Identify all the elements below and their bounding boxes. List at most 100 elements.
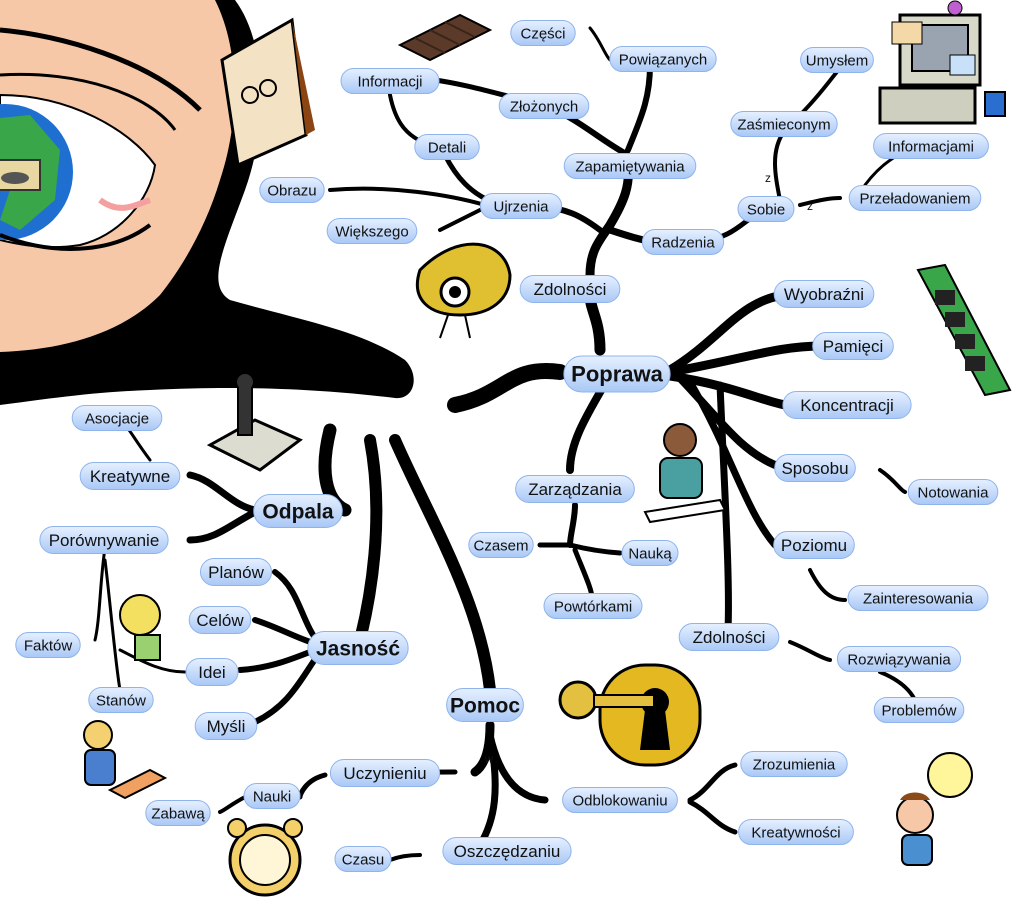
node-branches-poprawa: Poprawa <box>563 355 671 393</box>
node-asocjacje: Asocjacje <box>71 405 163 431</box>
node-mysli: Myśli <box>194 712 258 740</box>
node-bubble <box>468 532 534 558</box>
node-label: Części <box>520 25 565 42</box>
node-porownywanie: Porównywanie <box>39 526 169 554</box>
node-zainteresowania: Zainteresowania <box>847 585 989 611</box>
nodes-layer: PoprawaOdpalaJasnośćPomocCzęściPowiązany… <box>15 20 999 872</box>
node-label: Sposobu <box>781 459 848 478</box>
node-zdolnosci-right: Zdolności <box>678 623 780 651</box>
node-label: Pomoc <box>450 694 520 717</box>
node-pamieci: Pamięci <box>812 332 894 360</box>
idea-man-icon <box>896 752 973 866</box>
node-czasem: Czasem <box>468 532 534 558</box>
node-label: Detali <box>428 139 466 156</box>
node-label: Zapamiętywania <box>575 158 685 175</box>
node-uczynieniu: Uczynieniu <box>329 759 441 787</box>
node-bubble <box>782 391 912 419</box>
node-bubble <box>329 759 441 787</box>
node-label: Uczynieniu <box>343 764 426 783</box>
node-zdolnosci-top: Zdolności <box>519 275 621 303</box>
node-bubble <box>773 280 875 308</box>
node-bubble <box>71 405 163 431</box>
node-label: Przeładowaniem <box>860 190 971 207</box>
node-bubble <box>253 494 343 528</box>
node-oszczedzaniu: Oszczędzaniu <box>442 837 572 865</box>
alarm-clock-icon <box>227 818 303 897</box>
node-problemow: Problemów <box>873 697 965 723</box>
node-bubble <box>510 20 576 46</box>
node-w: w <box>484 752 494 766</box>
node-bubble <box>442 837 572 865</box>
node-label: Oszczędzaniu <box>454 842 561 861</box>
node-label: Kreatywne <box>90 467 170 486</box>
node-label: Czasem <box>473 537 528 554</box>
node-branches-pomoc: Pomoc <box>446 688 524 722</box>
node-nauki: Nauki <box>243 783 301 809</box>
node-label: Porównywanie <box>49 531 160 550</box>
node-label: Zdolności <box>693 628 766 647</box>
node-bubble <box>243 783 301 809</box>
node-z1: z <box>765 171 771 185</box>
node-rozwiazywania: Rozwiązywania <box>836 646 962 672</box>
node-label: z <box>765 171 771 185</box>
node-obrazu: Obrazu <box>259 177 325 203</box>
node-label: Odpala <box>262 500 334 523</box>
node-bubble <box>730 111 838 137</box>
node-label: Nauki <box>253 788 291 805</box>
face-eye-illustration <box>0 0 414 405</box>
node-stanow: Stanów <box>88 687 154 713</box>
node-radzenia: Radzenia <box>641 229 725 255</box>
node-bubble <box>774 454 856 482</box>
key-lock-icon <box>558 663 702 767</box>
node-zabawa: Zabawą <box>145 800 211 826</box>
node-zarzadzania: Zarządzania <box>515 475 635 503</box>
node-bubble <box>79 462 181 490</box>
node-informacjami: Informacjami <box>873 133 989 159</box>
node-planow: Planów <box>199 558 273 586</box>
node-bubble <box>519 275 621 303</box>
node-label: Powiązanych <box>619 51 707 68</box>
node-bubble <box>836 646 962 672</box>
node-label: z <box>807 199 813 213</box>
node-bubble <box>873 133 989 159</box>
node-label: Problemów <box>881 702 956 719</box>
node-bubble <box>185 658 239 686</box>
node-bubble <box>609 46 717 72</box>
node-notowania: Notowania <box>907 479 999 505</box>
node-powiazanych: Powiązanych <box>609 46 717 72</box>
node-z2: z <box>807 199 813 213</box>
node-sposobu: Sposobu <box>774 454 856 482</box>
node-bubble <box>414 134 480 160</box>
memory-chip-icon <box>916 263 1012 397</box>
node-bubble <box>812 332 894 360</box>
lightbulb-character-icon <box>119 594 161 661</box>
node-bubble <box>621 540 679 566</box>
node-label: Celów <box>196 611 244 630</box>
node-label: Faktów <box>24 637 73 654</box>
node-label: Koncentracji <box>800 396 894 415</box>
node-zapamietywania: Zapamiętywania <box>563 153 697 179</box>
node-label: Nauką <box>628 545 672 562</box>
node-idei: Idei <box>185 658 239 686</box>
node-informacji: Informacji <box>340 68 440 94</box>
node-label: Stanów <box>96 692 146 709</box>
node-label: Wyobraźni <box>784 285 864 304</box>
node-label: Czasu <box>342 851 385 868</box>
node-zlozonych: Złożonych <box>498 93 590 119</box>
node-label: Informacjami <box>888 138 974 155</box>
node-branches-odpala: Odpala <box>253 494 343 528</box>
node-bubble <box>562 787 678 813</box>
node-bubble <box>194 712 258 740</box>
picture-frame-icon <box>220 17 315 168</box>
node-label: Asocjacje <box>85 410 149 427</box>
node-celow: Celów <box>188 606 252 634</box>
node-zasmieconym: Zaśmieconym <box>730 111 838 137</box>
node-bubble <box>737 196 795 222</box>
node-detali: Detali <box>414 134 480 160</box>
node-label: Zaśmieconym <box>737 116 830 133</box>
node-bubble <box>145 800 211 826</box>
node-nauka: Nauką <box>621 540 679 566</box>
node-label: Zdolności <box>534 280 607 299</box>
node-label: Złożonych <box>510 98 578 115</box>
